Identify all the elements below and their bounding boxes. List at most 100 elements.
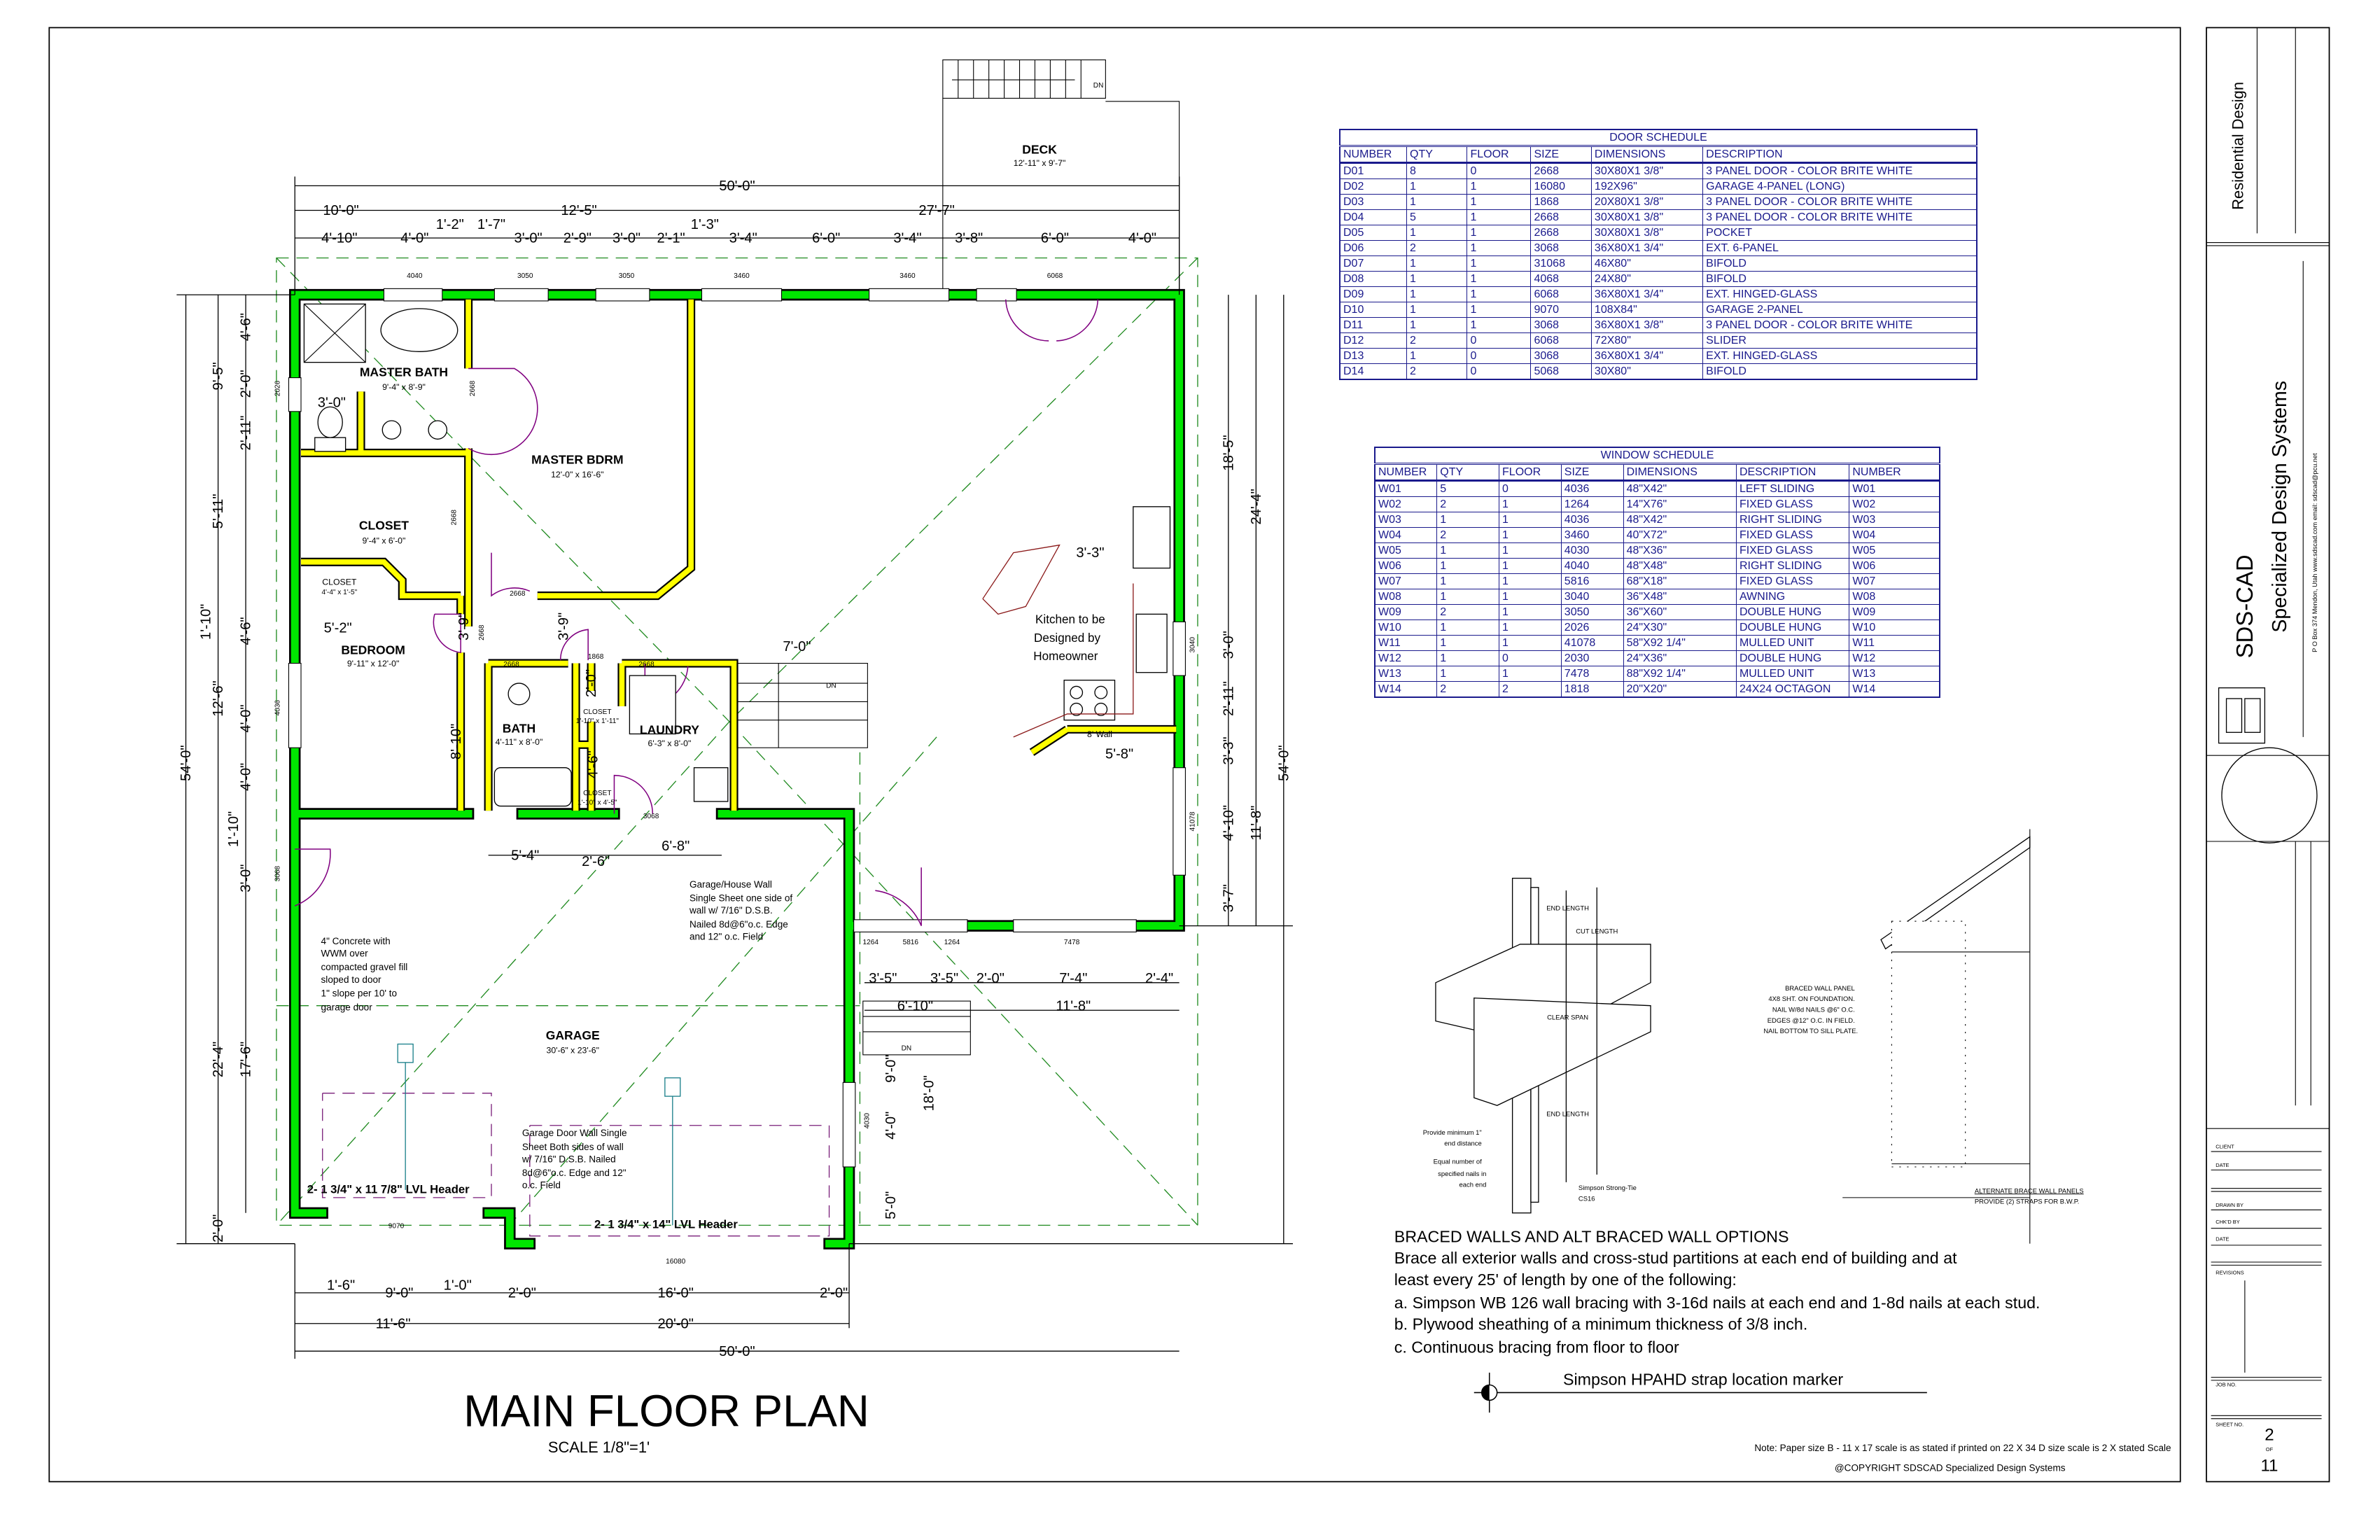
room-name: CLOSET [322, 578, 357, 587]
column-header: QTY [1406, 146, 1468, 164]
field-drawn-by: DRAWN BY [2216, 1202, 2244, 1208]
column-header: FLOOR [1499, 463, 1562, 482]
field-date: DATE [2216, 1236, 2229, 1242]
table-cell: 1 [1406, 317, 1468, 333]
door-tag: 1868 [588, 653, 604, 661]
dimension-label: 1'-6" [327, 1278, 355, 1293]
header-note: 2- 1 3/4" x 11 7/8" LVL Header [307, 1182, 470, 1196]
dimension-label: 4'-10" [321, 231, 357, 246]
detail-label: specified nails in [1438, 1170, 1486, 1177]
table-cell: W13 [1374, 666, 1438, 682]
braced-wall-notes: BRACED WALLS AND ALT BRACED WALL OPTIONS… [1394, 1227, 2040, 1356]
window-tag: 3460 [734, 272, 750, 280]
dimension-label: 11'-8" [1056, 998, 1091, 1014]
paper-size-note: Note: Paper size B - 11 x 17 scale is as… [1754, 1443, 2171, 1453]
table-cell: W02 [1374, 496, 1438, 512]
table-cell: 3460 [1560, 527, 1624, 543]
plan-scale: SCALE 1/8"=1' [548, 1438, 650, 1456]
table-cell: 1 [1406, 348, 1468, 364]
roof-lines [276, 257, 1198, 1237]
dimension-label: 9'-5" [211, 362, 226, 390]
table-cell: 1 [1436, 650, 1500, 666]
table-cell: 48"X36" [1623, 542, 1737, 559]
door-tag: 2668 [503, 661, 519, 668]
table-cell: FIXED GLASS [1735, 496, 1850, 512]
detail-label: BRACED WALL PANEL [1785, 984, 1855, 992]
table-cell: BIFOLD [1702, 363, 1977, 380]
table-cell: 20X80X1 3/8" [1590, 194, 1704, 210]
table-cell: 1 [1436, 542, 1500, 559]
company-name: Specialized Design Systems [2269, 381, 2291, 633]
door-tag: 2668 [478, 624, 486, 640]
dimension-label: 1'-7" [477, 217, 505, 232]
concrete-note: garage door [321, 1002, 373, 1012]
plan-title: MAIN FLOOR PLAN [463, 1387, 869, 1436]
field-revisions: REVISIONS [2216, 1270, 2244, 1276]
company-logo [2218, 687, 2266, 744]
dimension-label: 24'-4" [1249, 489, 1264, 524]
garage-door-opener [397, 1043, 414, 1063]
table-cell: 2 [1499, 681, 1562, 698]
room-size: 1'-10" x 1'-11" [576, 718, 620, 725]
table-cell: SLIDER [1702, 332, 1977, 349]
notes-heading: BRACED WALLS AND ALT BRACED WALL OPTIONS [1394, 1227, 1789, 1245]
table-cell: 5068 [1530, 363, 1592, 380]
table-cell: W11 [1374, 635, 1438, 651]
sheet-of-label: OF [2266, 1446, 2274, 1452]
table-cell: 5 [1436, 480, 1500, 497]
table-cell: 2 [1436, 604, 1500, 620]
door-tag: 6068 [1047, 272, 1063, 280]
field-sheet-number: SHEET NO. [2216, 1422, 2244, 1428]
wall-sheathing-note: Nailed 8d@6"o.c. Edge [690, 919, 788, 930]
dimension-label: 5'-8" [1105, 747, 1133, 762]
table-cell: 192X96" [1590, 178, 1704, 195]
table-cell: POCKET [1702, 225, 1977, 241]
column-header: SIZE [1560, 463, 1624, 482]
table-cell: 108X84" [1590, 302, 1704, 318]
dimension-label: 10'-0" [323, 203, 358, 218]
dimension-label: 6'-0" [812, 231, 840, 246]
room-name: BEDROOM [341, 643, 405, 657]
table-cell: 46X80" [1590, 255, 1704, 272]
table-cell: 3040 [1560, 589, 1624, 605]
table-cell: 3068 [1530, 240, 1592, 256]
field-client: CLIENT [2216, 1144, 2234, 1150]
plan-notes: Kitchen to be Designed by Homeowner 8' W… [307, 613, 1112, 1231]
table-cell: D07 [1339, 255, 1408, 272]
table-cell: 31068 [1530, 255, 1592, 272]
dimension-label: 6'-10" [897, 998, 933, 1014]
column-header: DIMENSIONS [1623, 463, 1737, 482]
schedule-title: DOOR SCHEDULE [1339, 129, 1977, 147]
note-line: c. Continuous bracing from floor to floo… [1394, 1338, 1679, 1356]
room-size: 9'-4" x 8'-9" [382, 382, 426, 392]
table-cell: 72X80" [1590, 332, 1704, 349]
table-cell: W14 [1849, 681, 1940, 698]
interior-stairs [736, 663, 868, 748]
stair-direction-label: DN [826, 682, 836, 690]
table-cell: W10 [1849, 620, 1940, 636]
table-cell: W12 [1374, 650, 1438, 666]
table-cell: 2668 [1530, 209, 1592, 225]
room-size: 12'-0" x 16'-6" [551, 470, 603, 479]
table-cell: BIFOLD [1702, 255, 1977, 272]
table-cell: W12 [1849, 650, 1940, 666]
window-tag: 3050 [619, 272, 635, 280]
column-header: NUMBER [1374, 463, 1438, 482]
table-cell: 1818 [1560, 681, 1624, 698]
washer [629, 675, 676, 735]
wall-sheathing-note: o.c. Field [522, 1180, 561, 1191]
window-tag: 4036 [274, 700, 281, 716]
table-cell: D11 [1339, 317, 1408, 333]
seal-circle [2221, 747, 2318, 844]
table-cell: 3 PANEL DOOR - COLOR BRITE WHITE [1702, 317, 1977, 333]
wall-note: 8' Wall [1087, 729, 1112, 739]
table-cell: 3 PANEL DOOR - COLOR BRITE WHITE [1702, 209, 1977, 225]
dimension-label: 4'-0" [400, 231, 428, 246]
room-size: 30'-6" x 23'-6" [547, 1046, 599, 1056]
dimension-label: 6'-8" [662, 839, 690, 854]
table-cell: W13 [1849, 666, 1940, 682]
